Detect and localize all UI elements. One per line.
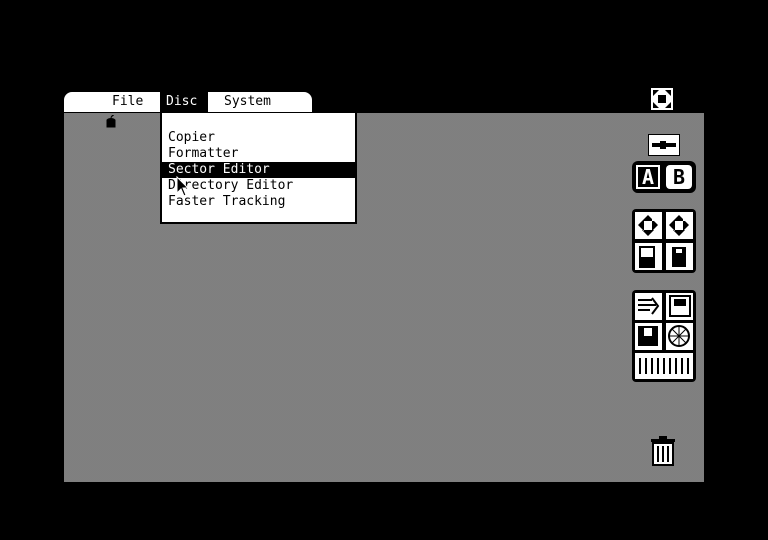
drive-selector[interactable]: A B <box>632 161 696 193</box>
menu-bar: File Disc System <box>64 92 312 128</box>
trash-icon[interactable] <box>650 436 676 466</box>
menu-disc[interactable]: Disc <box>160 92 208 112</box>
drive-a-button[interactable]: A <box>636 165 660 189</box>
zoom-box-icon[interactable] <box>648 85 676 113</box>
menu-system[interactable]: System <box>224 94 271 109</box>
drive-b-button[interactable]: B <box>666 165 692 189</box>
menu-file[interactable]: File <box>112 94 144 109</box>
navigation-icons[interactable] <box>632 209 696 273</box>
menu-item-faster-tracking[interactable]: Faster Tracking <box>168 194 286 209</box>
disc-menu-dropdown: Copier Formatter Sector Editor Directory… <box>160 113 357 224</box>
menu-item-formatter[interactable]: Formatter <box>168 146 239 161</box>
mouse-pointer-icon <box>176 176 190 197</box>
tools-icons[interactable] <box>632 290 696 382</box>
menu-item-directory-editor[interactable]: Directory Editor <box>168 178 294 193</box>
menu-item-sector-editor[interactable]: Sector Editor <box>162 162 355 178</box>
menu-item-copier[interactable]: Copier <box>168 130 215 145</box>
apple-menu-icon[interactable] <box>74 92 116 128</box>
disk-drive-icon[interactable] <box>648 134 680 156</box>
